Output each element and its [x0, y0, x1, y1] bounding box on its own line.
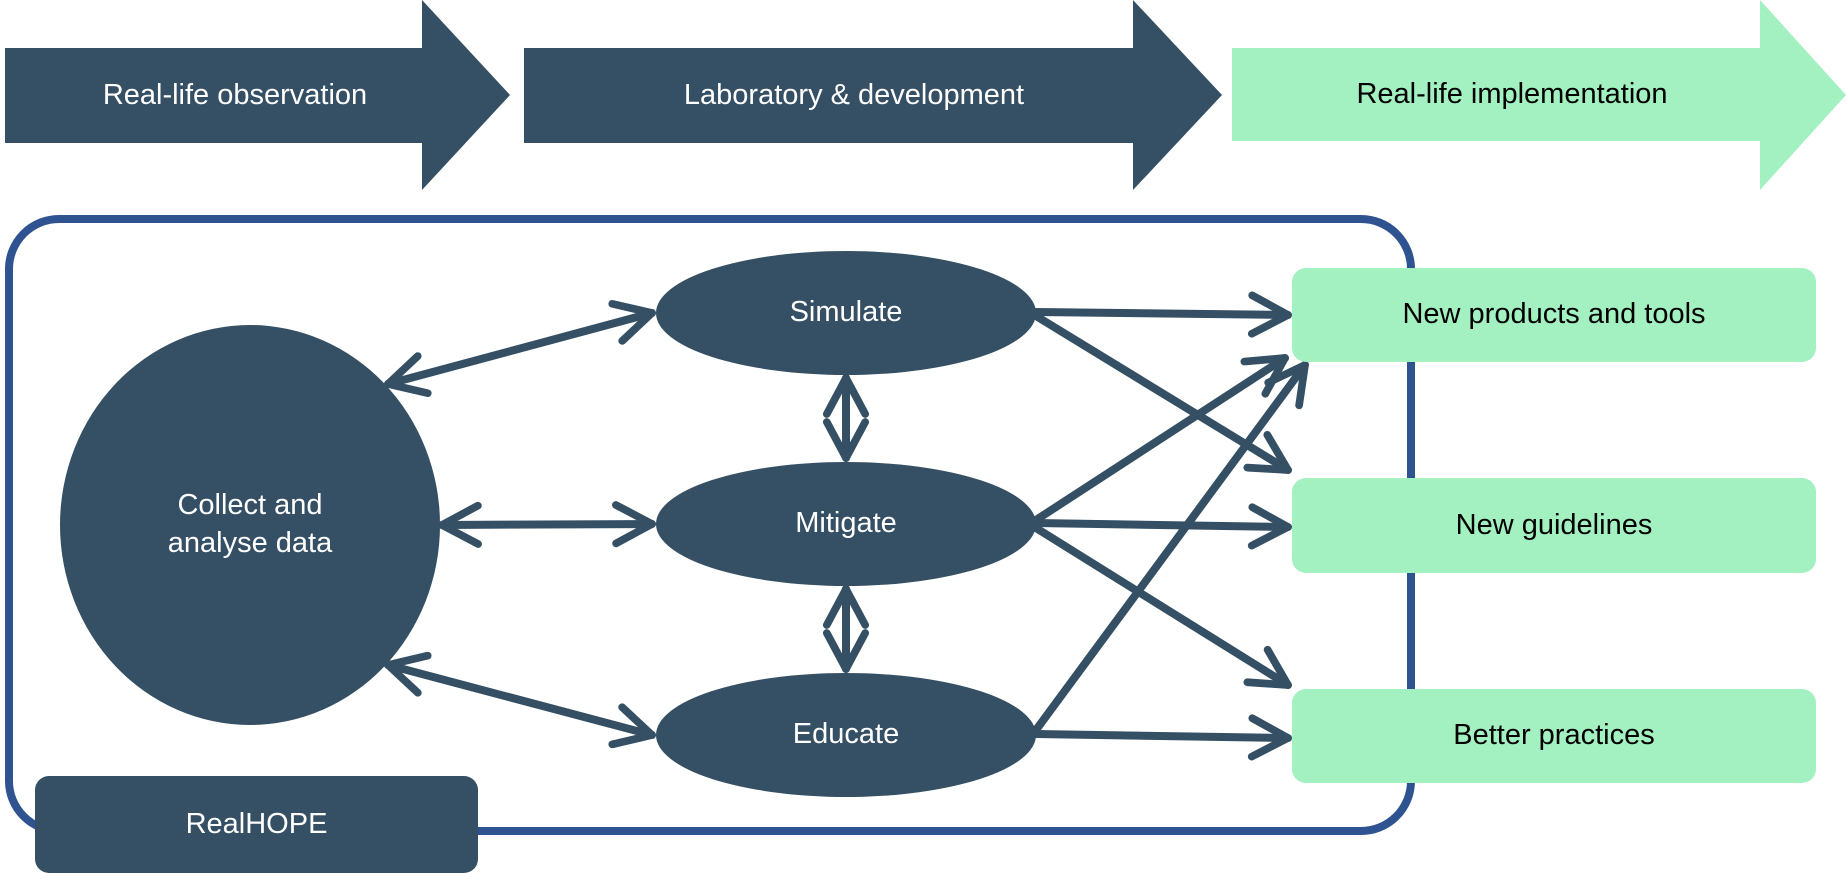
activity-label-simulate: Simulate	[789, 296, 903, 329]
outcome-label-guidelines: New guidelines	[1455, 508, 1653, 541]
hub-label: Collect and analyse data	[60, 470, 440, 580]
outcome-guidelines-box	[1292, 478, 1816, 573]
phase-label-laboratory: Laboratory & development	[683, 78, 1025, 111]
phase-label-observation: Real-life observation	[102, 78, 368, 111]
realhope-label: RealHOPE	[185, 807, 328, 840]
arrow-mitigate-products	[1032, 354, 1289, 524]
outcome-label-products: New products and tools	[1402, 298, 1706, 331]
arrow-mitigate-guidelines	[1032, 503, 1292, 550]
activity-label-mitigate: Mitigate	[795, 507, 897, 540]
arrow-educate-products	[1032, 361, 1309, 734]
arrow-simulate-guidelines	[1032, 312, 1292, 474]
arrow-mitigate-practices	[1032, 524, 1292, 689]
hub-collect-analyse	[60, 325, 440, 725]
phase-arrow-laboratory	[524, 0, 1222, 190]
hub-label-line2: analyse data	[167, 527, 333, 559]
phase-arrow-observation	[5, 0, 510, 190]
outcome-label-practices: Better practices	[1453, 719, 1655, 752]
connections	[384, 291, 1309, 761]
outcome-practices-box	[1292, 689, 1816, 783]
arrow-hub-educate	[384, 651, 656, 749]
realhope-box	[35, 776, 478, 873]
arrow-simulate-products	[1032, 291, 1292, 338]
outcome-products-box	[1292, 268, 1816, 362]
arrow-hub-mitigate	[438, 501, 656, 548]
arrow-hub-simulate	[384, 299, 656, 398]
arrow-educate-practices	[1032, 714, 1292, 761]
activity-label-educate: Educate	[792, 718, 900, 751]
activity-simulate	[656, 251, 1036, 375]
hub-label-line1: Collect and	[177, 489, 323, 522]
phase-arrow-implementation	[1232, 0, 1846, 190]
phase-label-implementation: Real-life implementation	[1356, 77, 1668, 110]
activity-mitigate	[656, 462, 1036, 586]
activity-educate	[656, 673, 1036, 797]
